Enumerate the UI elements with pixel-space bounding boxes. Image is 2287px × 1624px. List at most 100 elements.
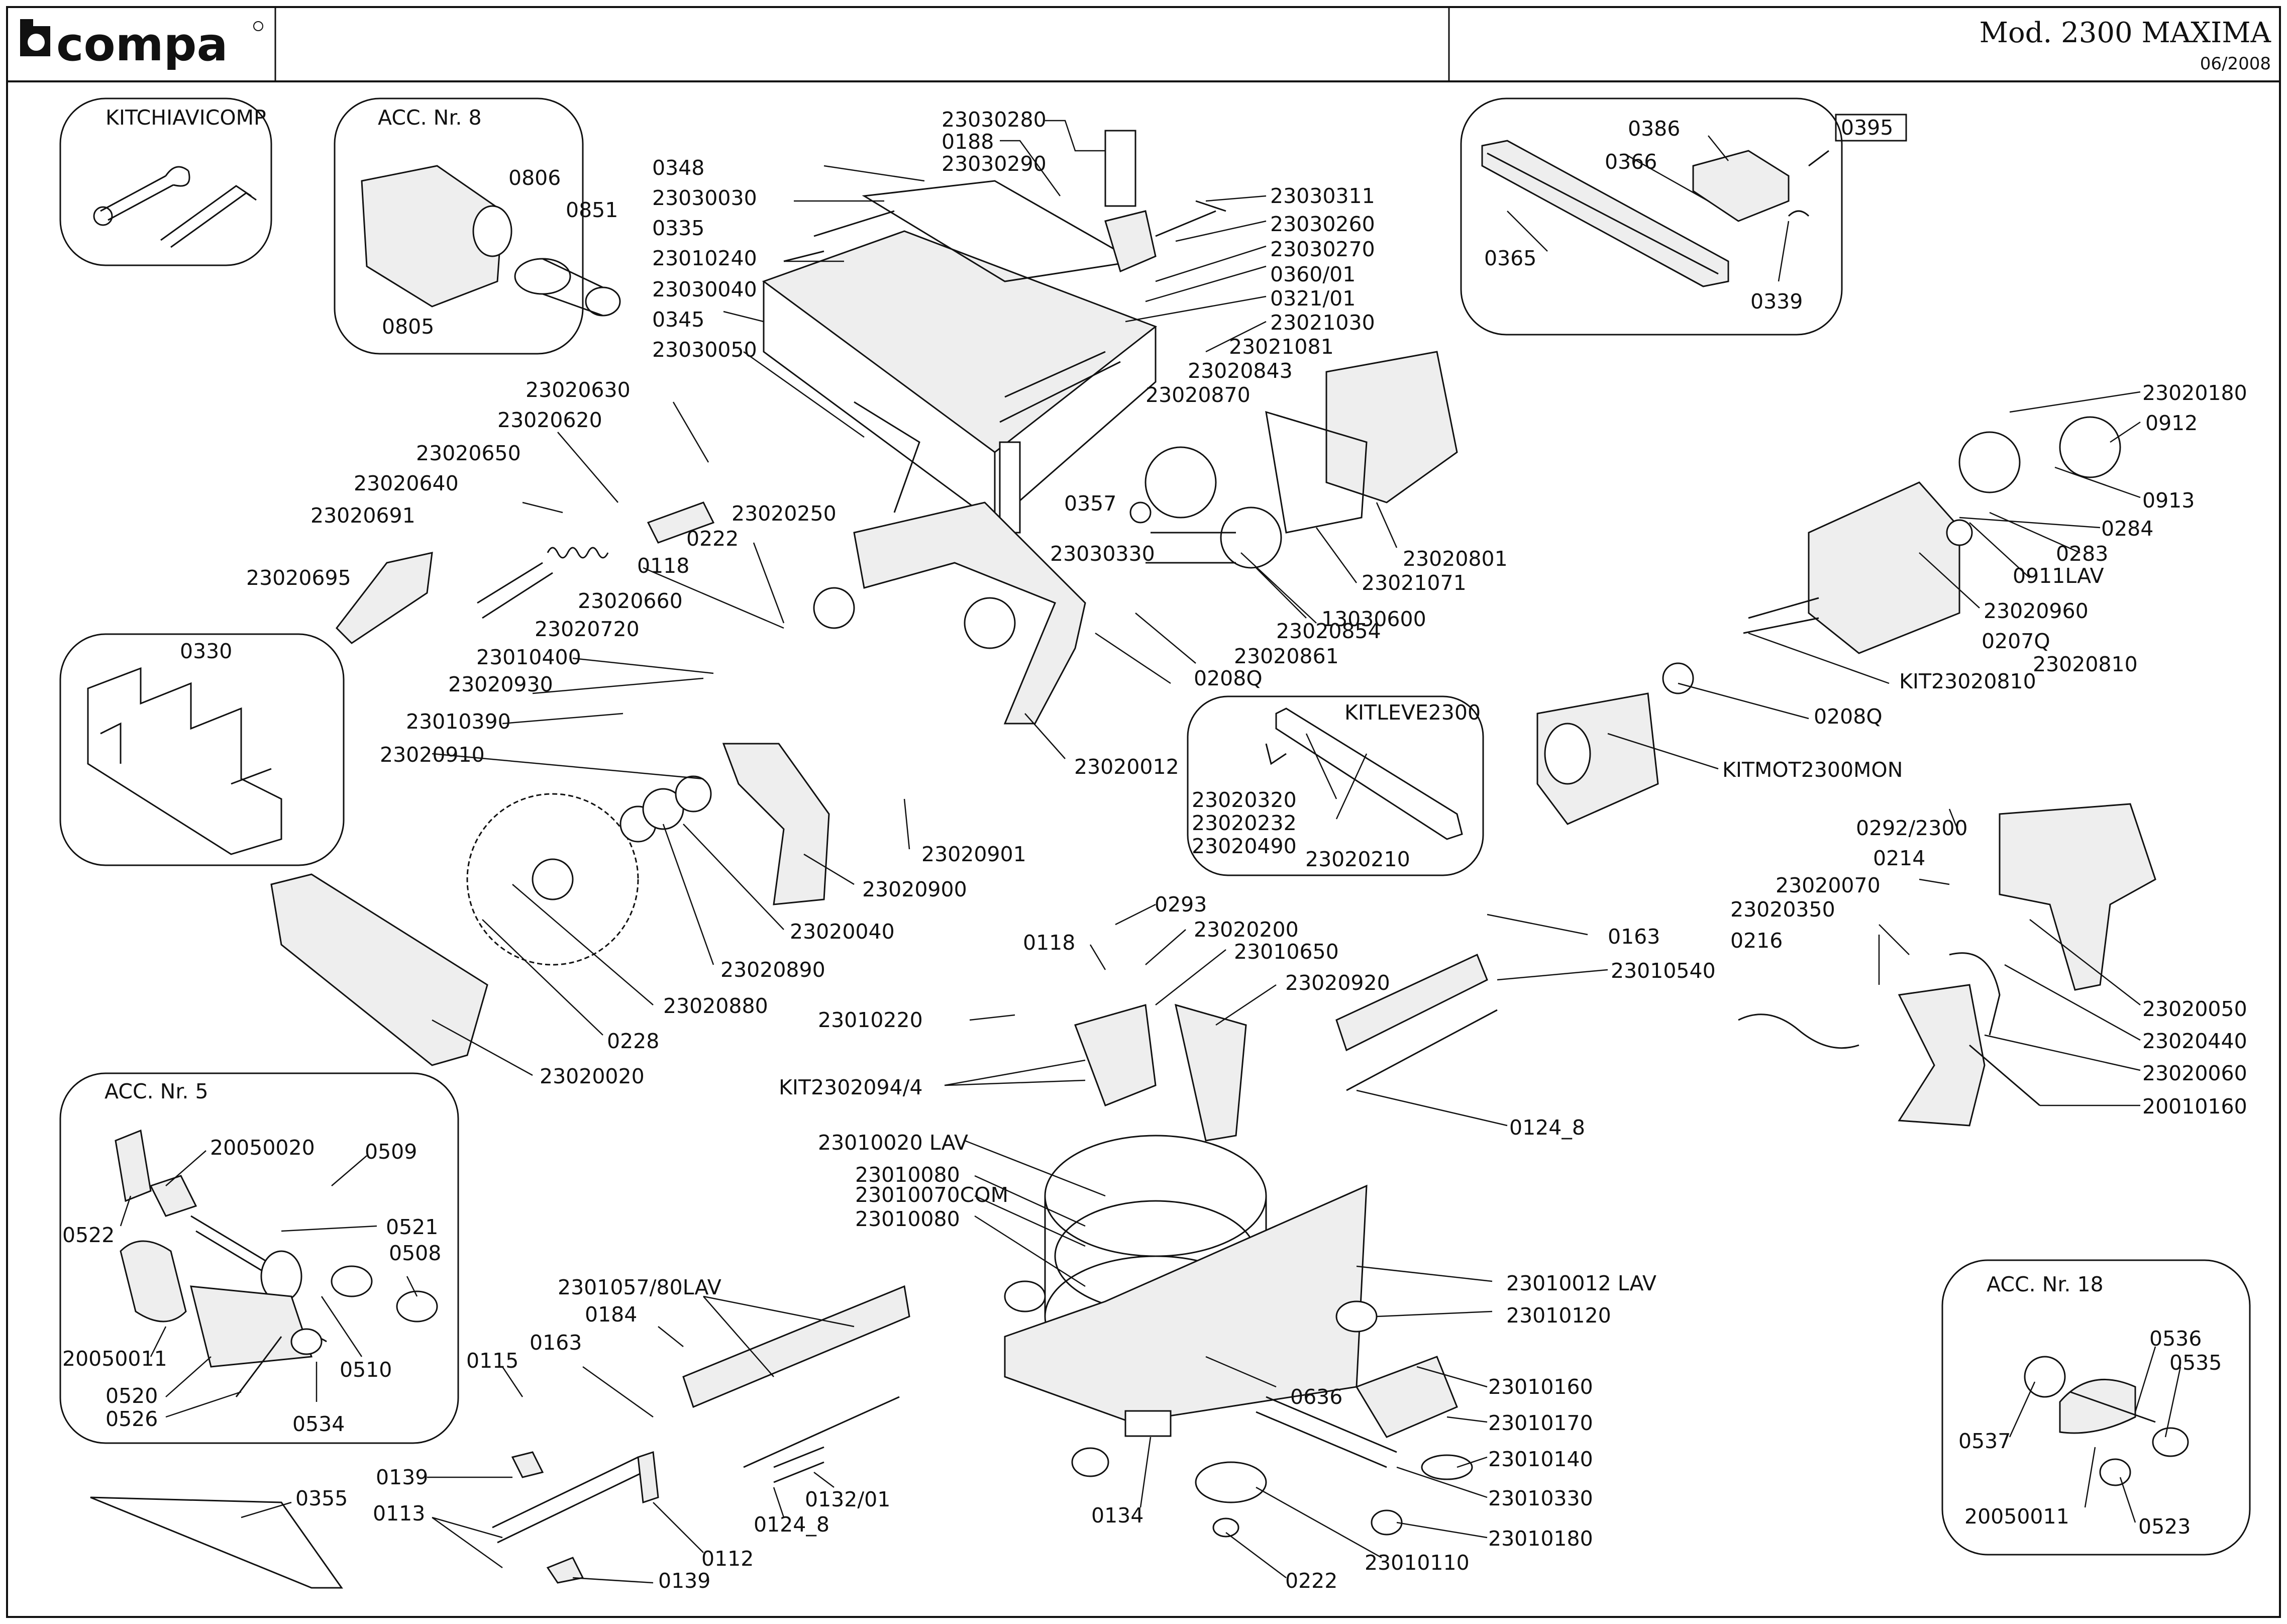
part-label: 23020691 [310,503,415,528]
part-label: 23020720 [535,617,640,641]
part-label: 23021030 [1270,311,1375,335]
part-label: 0208Q [1194,666,1263,690]
part-label: 23020020 [540,1064,645,1088]
group-kitleve2300-title: KITLEVE2300 [1344,700,1481,725]
part-label: 0139 [658,1569,710,1593]
part-label: 23020232 [1192,811,1297,835]
group-acc-8: ACC. Nr. 8 [334,97,621,355]
part-label: 23010330 [1488,1486,1593,1510]
part-label: 23010170 [1488,1411,1593,1435]
fence-rail [1335,953,1498,1091]
part-label: 23020060 [2142,1061,2247,1085]
part-label: 0222 [1285,1569,1337,1593]
group-acc-5-title: ACC. Nr. 5 [105,1079,209,1103]
part-label: 2301057/80LAV [558,1275,721,1299]
part-label: 0321/01 [1270,286,1356,311]
part-label: 20050011 [1964,1504,2069,1529]
part-label: 23020801 [1403,547,1508,571]
part-label: 0806 [508,166,561,190]
part-label: 0139 [376,1465,428,1489]
handle-assembly [1738,803,2156,1127]
part-label: 23020040 [790,920,895,944]
part-label: 23020050 [2142,997,2247,1021]
group-kitchiavicomp-title: KITCHIAVICOMP [106,106,266,130]
part-label: 23010180 [1488,1527,1593,1551]
extension-rail [90,1285,910,1589]
part-label: KIT23020810 [1899,669,2036,693]
part-label: KITMOT2300MON [1722,758,1903,782]
part-label: 0214 [1873,846,1925,870]
part-label: 23030040 [652,277,757,301]
part-label: 23020870 [1146,383,1251,407]
part-label: 0118 [637,554,689,578]
part-label: 0207Q [1982,629,2050,653]
base-small-parts [1256,1356,1473,1536]
part-label: 23020180 [2142,381,2247,405]
sheet-border [6,6,2281,1618]
part-label: 0913 [2142,488,2195,513]
part-label: 0526 [106,1407,158,1431]
part-label: 23020695 [246,566,351,590]
part-label: 23020640 [354,471,459,495]
part-label: 23010400 [476,645,581,669]
part-label: 23010160 [1488,1375,1593,1399]
part-label: 23030030 [652,186,757,210]
group-0330-title: 0330 [180,639,232,663]
part-label: 0163 [530,1331,582,1355]
part-label: 23020854 [1276,619,1381,643]
part-label: 23021071 [1362,571,1467,595]
part-label: 23020960 [1984,599,2089,623]
part-label: 0124_8 [754,1512,829,1537]
part-label: 23030311 [1270,184,1375,208]
group-0395: 0395 [1460,97,1907,336]
part-label: 0228 [607,1029,659,1053]
part-label: 23010080 [855,1163,960,1187]
group-acc-5: ACC. Nr. 5 [59,1072,459,1444]
part-label: 23010120 [1506,1303,1611,1328]
part-label: 23010140 [1488,1447,1593,1471]
part-label: 23020861 [1234,644,1339,668]
part-label: 0355 [295,1486,348,1510]
part-label: 23020620 [497,408,602,432]
part-label: 23020930 [448,672,553,696]
part-label: 23010390 [406,709,511,734]
part-label: 23020920 [1285,971,1390,995]
group-kitleve2300: KITLEVE2300 [1187,695,1484,876]
part-label: 0805 [382,315,434,339]
part-label: 20050020 [210,1136,315,1160]
part-label: 0113 [373,1501,425,1526]
part-label: 23010240 [652,246,757,270]
part-label: 23030330 [1050,542,1155,566]
part-label: 23020900 [862,877,967,901]
upper-arm [813,501,1086,725]
part-label: 0536 [2149,1327,2202,1351]
part-label: 23010540 [1611,959,1716,983]
part-label: 0208Q [1814,704,1883,729]
part-labels: 0806 0851 0805 23030280 0188 23030290 03… [62,108,2247,1593]
group-0395-title: 0395 [1841,116,1893,140]
part-label: 0520 [106,1384,158,1408]
group-acc-18: ACC. Nr. 18 [1941,1259,2251,1556]
part-label: 0912 [2145,411,2198,435]
part-label: 0357 [1064,491,1116,516]
part-label: 23020210 [1305,847,1410,871]
part-label: 0134 [1091,1503,1144,1528]
part-label: 23020012 [1074,755,1179,779]
part-label: 23020843 [1188,359,1293,383]
part-label: 20010160 [2142,1094,2247,1119]
part-label: 0132/01 [805,1487,890,1511]
part-label: 0521 [386,1215,438,1239]
part-label: 0115 [466,1349,518,1373]
part-label: 0534 [292,1412,345,1436]
part-label: 0537 [1958,1429,2011,1453]
part-label: 23020250 [732,501,837,526]
sheet-date: 06/2008 [2200,54,2271,74]
part-label: 0222 [686,527,739,551]
part-label: 0851 [566,198,618,222]
part-label: 23030260 [1270,212,1375,236]
group-acc-18-title: ACC. Nr. 18 [1987,1272,2104,1296]
brand-logo: compa [20,18,263,71]
part-label: 23020880 [663,994,768,1018]
part-label: 0292/2300 [1856,816,1968,840]
